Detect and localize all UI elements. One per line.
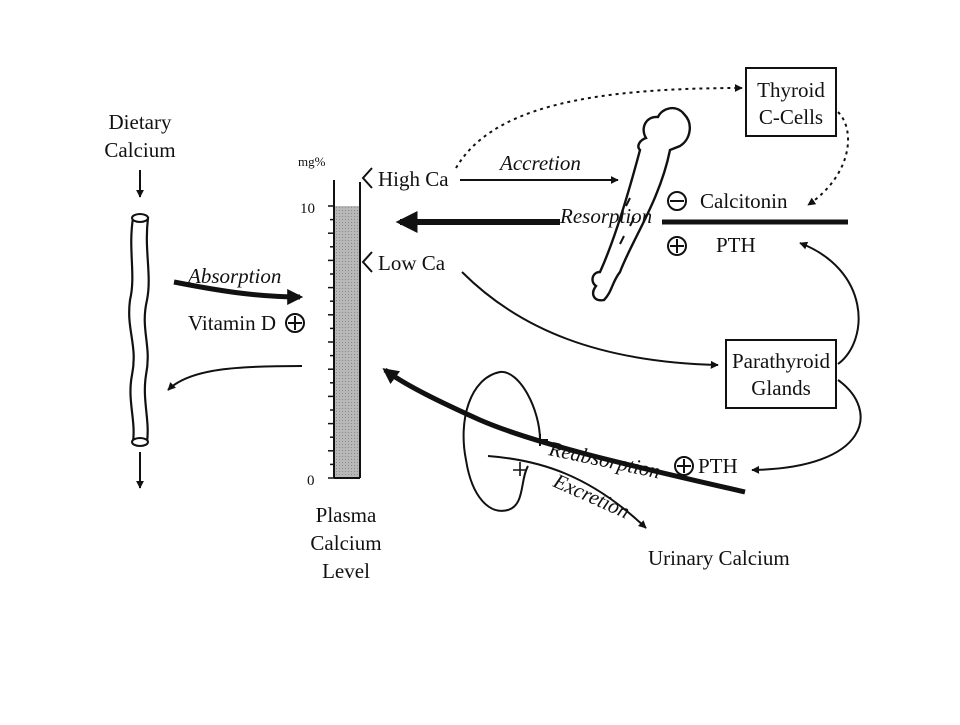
dietary-calcium-label: Dietary Calcium — [104, 110, 175, 162]
gauge-unit-label: mg% — [298, 154, 326, 169]
plasma-calcium-gauge — [328, 180, 361, 479]
reabsorption-arrow — [382, 367, 746, 495]
pth-kidney-label: PTH — [698, 454, 738, 478]
kidney-icon — [462, 370, 541, 512]
svg-text:Calcium: Calcium — [310, 531, 381, 555]
vitamin-d-plus-icon — [285, 313, 305, 333]
svg-text:Level: Level — [322, 559, 370, 583]
gauge-fill — [334, 206, 360, 478]
plasma-level-label: Plasma Calcium Level — [310, 503, 381, 583]
high-ca-label: High Ca — [378, 167, 449, 191]
intestine-icon — [128, 213, 150, 447]
svg-text:Dietary: Dietary — [109, 110, 172, 134]
pth-to-kidney-arrow — [751, 379, 862, 474]
thyroid-c-cells-label: Thyroid C-Cells — [757, 78, 825, 129]
urinary-calcium-label: Urinary Calcium — [648, 546, 790, 570]
vitamin-d-label: Vitamin D — [188, 311, 276, 335]
svg-text:Calcium: Calcium — [104, 138, 175, 162]
excretion-inhibit-mark — [513, 462, 527, 476]
resorption-label: Resorption — [559, 204, 652, 228]
gauge-tick-0: 0 — [307, 473, 315, 489]
parathyroid-glands-box — [725, 339, 837, 409]
calcitonin-minus-icon — [667, 191, 687, 211]
pth-bone-plus-icon — [667, 236, 687, 256]
svg-text:Parathyroid: Parathyroid — [732, 349, 830, 373]
high-ca-to-thyroid-arrow — [455, 84, 743, 169]
low-ca-marker — [361, 251, 373, 273]
absorption-arrow — [173, 279, 304, 305]
gauge-tick-10: 10 — [300, 201, 315, 217]
bone-icon — [591, 106, 691, 302]
low-ca-label: Low Ca — [378, 251, 446, 275]
svg-text:Thyroid: Thyroid — [757, 78, 825, 102]
excretion-arrow — [487, 455, 647, 529]
pth-to-bone-arrow — [799, 241, 860, 365]
gauge-ticks — [328, 205, 334, 479]
accretion-label: Accretion — [498, 151, 581, 175]
thyroid-c-cells-box — [745, 67, 837, 137]
low-ca-to-parathyroid-arrow — [461, 271, 719, 369]
excretion-label: Excretion — [549, 468, 634, 523]
svg-text:C-Cells: C-Cells — [759, 105, 823, 129]
calcitonin-release-arrow — [807, 111, 849, 206]
pth-kidney-plus-icon — [674, 456, 694, 476]
svg-text:Plasma: Plasma — [316, 503, 377, 527]
parathyroid-glands-label: Parathyroid Glands — [732, 349, 830, 400]
pth-bone-label: PTH — [716, 233, 756, 257]
high-ca-marker — [361, 167, 373, 189]
svg-text:Glands: Glands — [751, 376, 811, 400]
absorption-label: Absorption — [186, 264, 281, 288]
calcitonin-label: Calcitonin — [700, 189, 788, 213]
gut-secretion-arrow — [167, 365, 303, 391]
